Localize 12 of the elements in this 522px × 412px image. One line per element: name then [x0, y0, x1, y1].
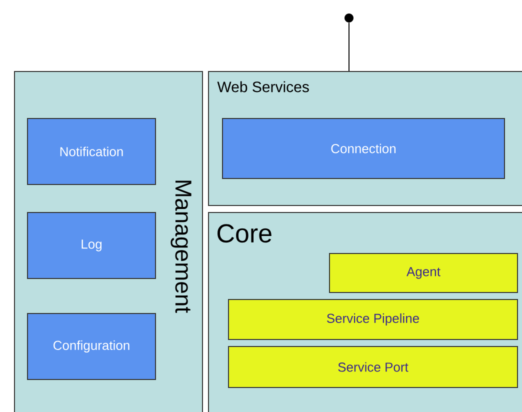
connector-line	[348, 22, 350, 72]
panel-heading: Web Services	[217, 81, 309, 92]
component-box: Agent	[329, 253, 518, 293]
component-box: Notification	[27, 118, 156, 185]
component-box: Service Port	[228, 346, 518, 388]
component-box: Connection	[222, 118, 505, 179]
panel-heading: Management	[170, 180, 192, 313]
component-box: Log	[27, 212, 156, 279]
terminal-dot	[344, 14, 354, 22]
panel-heading: Core	[218, 224, 272, 243]
component-box: Service Pipeline	[228, 299, 518, 340]
component-box: Configuration	[27, 313, 156, 380]
